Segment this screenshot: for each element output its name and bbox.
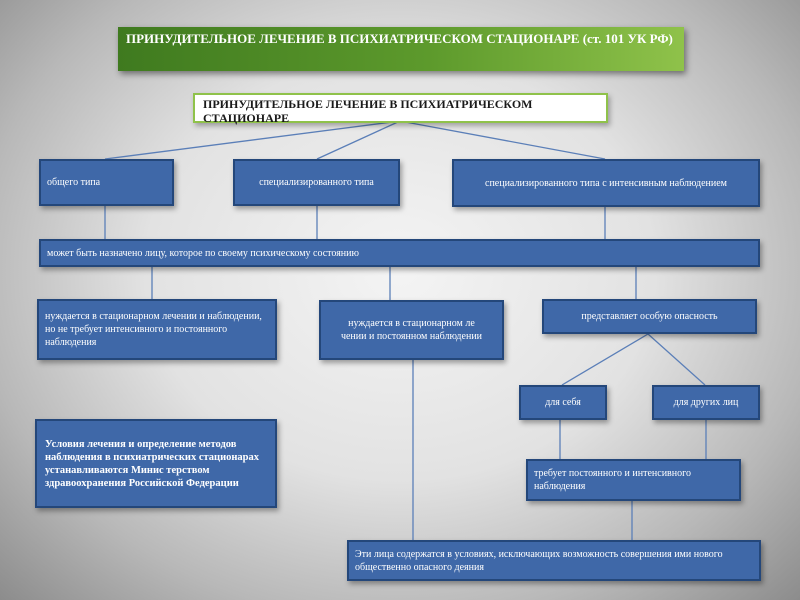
main-title: ПРИНУДИТЕЛЬНОЕ ЛЕЧЕНИЕ В ПСИХИАТРИЧЕСКОМ… [118,27,684,71]
connector-danger-to-others [647,333,706,386]
danger-self-label: для себя [545,397,581,408]
type-general-box: общего типа [39,159,174,206]
conditions-note-label: Условия лечения и определение методов на… [45,438,260,489]
need-general-box: нуждается в стационарном лечении и наблю… [37,299,277,360]
subtitle-box: ПРИНУДИТЕЛЬНОЕ ЛЕЧЕНИЕ В ПСИХИАТРИЧЕСКОМ… [193,93,608,125]
need-specialized-box: нуждается в стационарном ле чении и пост… [319,300,504,360]
conditions-note-box: Условия лечения и определение методов на… [35,419,277,508]
danger-box: представляет особую опасность [542,299,757,334]
danger-others-label: для других лиц [673,397,739,408]
persons-held-box: Эти лица содержатся в условиях, исключаю… [347,540,761,581]
type-intensive-label: специализированного типа с интенсивным н… [485,177,727,189]
type-specialized-box: специализированного типа [233,159,400,206]
danger-self-box: для себя [519,385,607,420]
danger-others-box: для других лиц [652,385,760,420]
requires-constant-label: требует постоянного и интенсивного наблю… [534,468,691,492]
requires-constant-box: требует постоянного и интенсивного наблю… [526,459,741,501]
need-general-label: нуждается в стационарном лечении и наблю… [45,311,262,348]
type-specialized-label: специализированного типа [259,177,374,188]
connector-to-specialized-type [316,120,401,160]
persons-held-label: Эти лица содержатся в условиях, исключаю… [355,548,723,573]
type-intensive-box: специализированного типа с интенсивным н… [452,159,760,207]
type-general-label: общего типа [47,177,101,188]
assigned-to-box: может быть назначено лицу, которое по св… [39,239,760,267]
assigned-to-label: может быть назначено лицу, которое по св… [47,247,359,259]
need-specialized-label: нуждается в стационарном ле чении и пост… [340,318,483,342]
connector-danger-to-self [561,333,649,386]
danger-label: представляет особую опасность [581,311,718,322]
connector-to-intensive-type [399,120,606,160]
connector-to-general-type [104,120,401,160]
